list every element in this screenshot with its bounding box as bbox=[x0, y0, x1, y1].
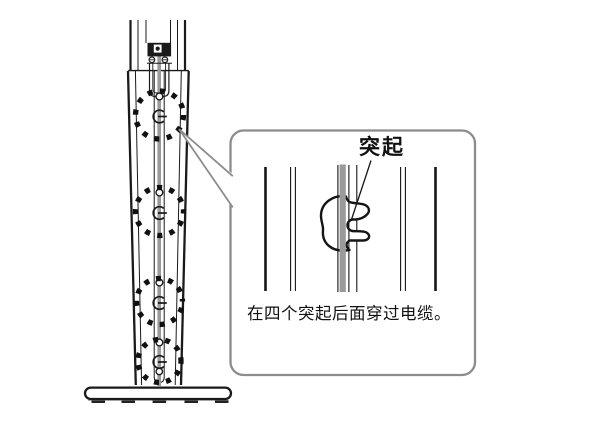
dotted-circle bbox=[133, 275, 186, 328]
detail-cable bbox=[339, 164, 346, 292]
callout-bubble bbox=[178, 128, 477, 377]
hook-icon bbox=[152, 354, 167, 370]
callout-detail bbox=[264, 160, 437, 292]
callout-label: 突起 bbox=[359, 135, 405, 159]
dotted-circle bbox=[132, 88, 187, 142]
cable bbox=[157, 50, 161, 386]
dotted-highlight-circles bbox=[132, 88, 187, 386]
base-feet bbox=[91, 400, 229, 403]
cable-clamp bbox=[147, 42, 172, 98]
callout-caption: 在四个突起后面穿过电缆。 bbox=[247, 304, 451, 323]
dotted-circle bbox=[135, 336, 184, 386]
dotted-circle bbox=[132, 184, 187, 239]
clamp-screw-icon bbox=[155, 46, 160, 51]
hook-icon bbox=[152, 205, 167, 221]
leader-line bbox=[350, 160, 372, 220]
stand-base bbox=[83, 386, 233, 403]
hook-icon bbox=[152, 295, 167, 311]
hook-icon bbox=[152, 109, 167, 124]
stand-pole bbox=[126, 20, 190, 386]
